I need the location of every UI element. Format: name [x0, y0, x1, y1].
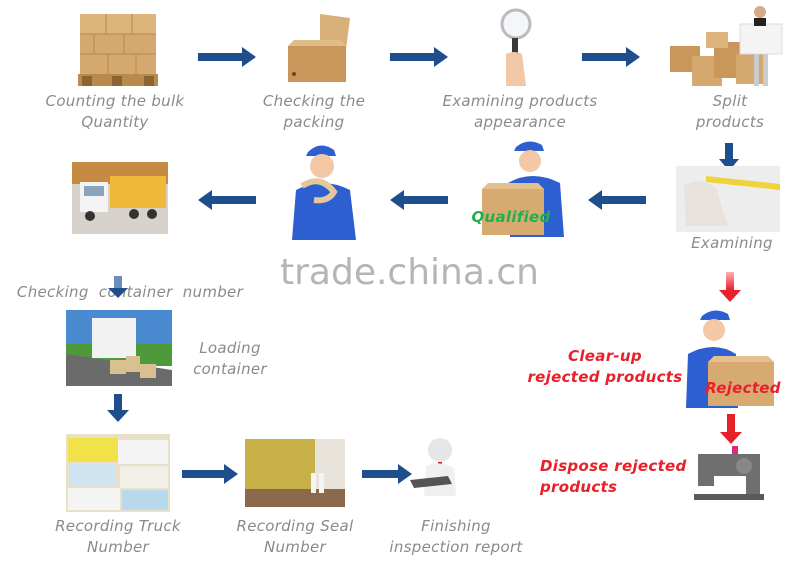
arrow-down-1 [719, 143, 739, 171]
qualified-overlay: Qualified [471, 208, 551, 226]
loading-label-line2: container [193, 360, 267, 378]
person-report-icon [408, 436, 464, 502]
counting-label: Counting the bulk Quantity [30, 91, 200, 133]
open-box-icon [280, 10, 356, 86]
seal-number-label-line1: Recording Seal [236, 517, 354, 535]
arrow-left-2 [390, 190, 448, 210]
truck-icon [72, 162, 168, 234]
arrow-right-2 [390, 47, 448, 67]
sewing-machine-icon [694, 446, 764, 502]
dispose-label-line1: Dispose rejected [540, 457, 687, 475]
report-label-line1: Finishing [421, 517, 491, 535]
report-label-line2: inspection report [389, 538, 523, 556]
worker-rejected-box-icon [686, 306, 776, 408]
arrow-left-3 [588, 190, 646, 210]
truck-number-label-line2: Number [86, 538, 150, 556]
examining-label: Examining [691, 234, 773, 252]
arrow-down-red-2 [720, 414, 742, 444]
seal-number-label: Recording Seal Number [220, 516, 370, 558]
loading-label: Loading container [182, 338, 278, 380]
magnifier-icon [492, 6, 540, 90]
rejected-overlay: Rejected [705, 379, 781, 397]
fade-overlay [0, 248, 260, 278]
truck-number-label-line1: Recording Truck [55, 517, 181, 535]
dispose-label: Dispose rejected products [540, 456, 700, 498]
split-label-line2: products [695, 113, 765, 131]
packing-label-line2: packing [283, 113, 345, 131]
report-label: Finishing inspection report [376, 516, 536, 558]
worker-box-icon [480, 137, 564, 237]
split-label: Split products [680, 91, 780, 133]
clearup-label-line2: rejected products [527, 368, 683, 386]
pallet-boxes-icon [74, 10, 162, 90]
container-icon [245, 439, 345, 507]
appearance-label-line2: appearance [474, 113, 566, 131]
split-label-line1: Split [712, 92, 748, 110]
arrow-down-2 [108, 276, 128, 298]
arrow-right-1 [198, 47, 256, 67]
appearance-label-line1: Examining products [442, 92, 598, 110]
watermark: trade.china.cn [280, 252, 539, 293]
container-check-label-line1: Checking container number [16, 283, 244, 301]
arrow-right-3 [582, 47, 640, 67]
arrow-right-5 [362, 464, 412, 484]
clearup-label: Clear-up rejected products [520, 346, 690, 388]
counting-label-line1: Counting the bulk [45, 92, 185, 110]
worker-tape-icon [280, 140, 370, 240]
arrow-left-1 [198, 190, 256, 210]
counting-label-line2: Quantity [81, 113, 149, 131]
loading-label-line1: Loading [199, 339, 261, 357]
arrow-down-3 [107, 394, 129, 422]
dispose-label-line2: products [540, 478, 618, 496]
truck-number-label: Recording Truck Number [40, 516, 196, 558]
packing-label-line1: Checking the [262, 92, 366, 110]
measuring-tape-icon [676, 166, 780, 232]
loading-truck-icon [66, 310, 172, 386]
packing-label: Checking the packing [244, 91, 384, 133]
appearance-label: Examining products appearance [430, 91, 610, 133]
clearup-label-line1: Clear-up [568, 347, 642, 365]
arrow-down-red-1 [719, 272, 741, 302]
license-plates-icon [66, 434, 170, 512]
boxes-person-icon [666, 2, 786, 90]
seal-number-label-line2: Number [263, 538, 327, 556]
arrow-right-4 [182, 464, 238, 484]
